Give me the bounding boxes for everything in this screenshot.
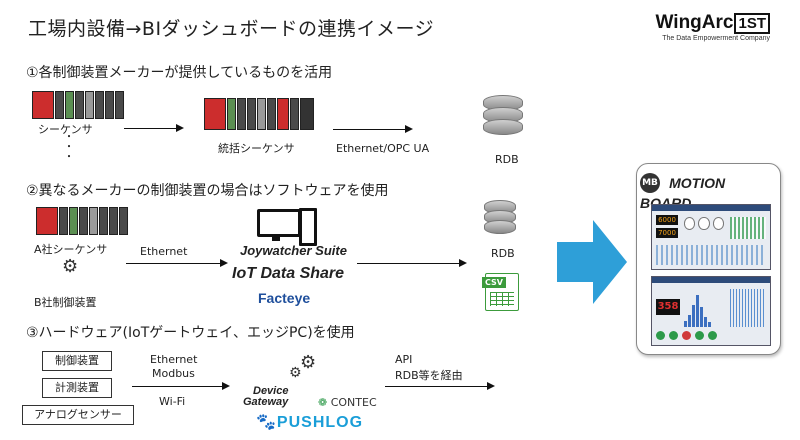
flow-arrow-icon (557, 220, 627, 304)
facteye-logo: Facteye (258, 290, 311, 306)
contec-mark-icon: ❁ (318, 396, 328, 409)
a-sequencer-image (36, 207, 128, 235)
api-label: API (395, 353, 413, 366)
joywatcher-logo: Joywatcher Suite (240, 243, 347, 258)
motionboard-logo: MB MOTION BOARD (640, 172, 776, 211)
protocol-wifi: Wi-Fi (159, 395, 186, 408)
pushlog-logo: 🐾PUSHLOG (256, 412, 363, 432)
arrow-right-icon (132, 382, 230, 390)
gear-icon: ⚙ (300, 352, 317, 373)
gear-icon: ⚙ (62, 256, 79, 277)
ethernet-label: Ethernet (140, 245, 188, 258)
monitor-icon (257, 209, 301, 237)
rdb-label: RDB (495, 153, 519, 166)
csv-label: CSV (482, 277, 506, 288)
sequencer-label: シーケンサ (38, 123, 93, 136)
a-sequencer-label: A社シーケンサ (34, 243, 108, 256)
device-gateway-word1: Device (253, 385, 289, 397)
gear-icon: ⚙ (289, 365, 302, 381)
logo-mark: 1ST (734, 13, 770, 34)
contec-text: CONTEC (330, 396, 377, 409)
arrow-right-icon (357, 259, 467, 267)
device-box-analog-sensor: アナログセンサー (22, 405, 134, 425)
pc-tower-icon (299, 208, 317, 246)
device-box-control: 制御装置 (42, 351, 112, 371)
arrow-right-icon (126, 259, 228, 267)
csv-file-icon: CSV (482, 273, 519, 311)
page-title: 工場内設備→BIダッシュボードの連携イメージ (28, 18, 435, 40)
mb-badge: MB (640, 172, 660, 193)
device-gateway-logo: Device Gateway (243, 386, 288, 408)
csv-grid (490, 292, 514, 306)
dashboard-screen-2: 358 (651, 276, 771, 346)
protocol-label: Ethernet/OPC UA (336, 142, 430, 155)
contec-logo: ❁ CONTEC (318, 396, 377, 409)
database-icon (484, 200, 516, 234)
dashboard-screen-1: 6000 7000 (651, 204, 771, 270)
monitor-stand (272, 234, 280, 241)
rdb-label: RDB (491, 247, 515, 260)
database-icon (483, 95, 523, 135)
protocol-modbus: Modbus (152, 367, 195, 380)
logo-tagline: The Data Empowerment Company (662, 35, 770, 42)
device-box-measure: 計測装置 (42, 378, 112, 398)
b-device-label: B社制御装置 (34, 296, 97, 309)
arrow-right-icon (385, 382, 495, 390)
section3-heading: ③ハードウェア(IoTゲートウェイ、エッジPC)を使用 (26, 325, 355, 341)
integrated-sequencer-image (204, 98, 314, 130)
pushlog-text: PUSHLOG (276, 414, 364, 431)
arrow-right-icon (124, 124, 184, 132)
iot-data-share-logo: IoT Data Share (232, 265, 345, 282)
arrow-right-icon (333, 125, 413, 133)
section2-heading: ②異なるメーカーの制御装置の場合はソフトウェアを使用 (26, 183, 389, 199)
via-rdb-label: RDB等を経由 (395, 369, 463, 382)
more-dots: ・ ・ ・ (64, 132, 74, 163)
device-gateway-word2: Gateway (243, 396, 289, 408)
section1-heading: ①各制御装置メーカーが提供しているものを活用 (26, 65, 333, 81)
logo-text: WingArc (655, 12, 734, 33)
integrated-sequencer-label: 統括シーケンサ (218, 142, 295, 155)
paw-icon: 🐾 (256, 414, 277, 431)
protocol-ethernet: Ethernet (150, 353, 198, 366)
sequencer-image (32, 91, 124, 119)
